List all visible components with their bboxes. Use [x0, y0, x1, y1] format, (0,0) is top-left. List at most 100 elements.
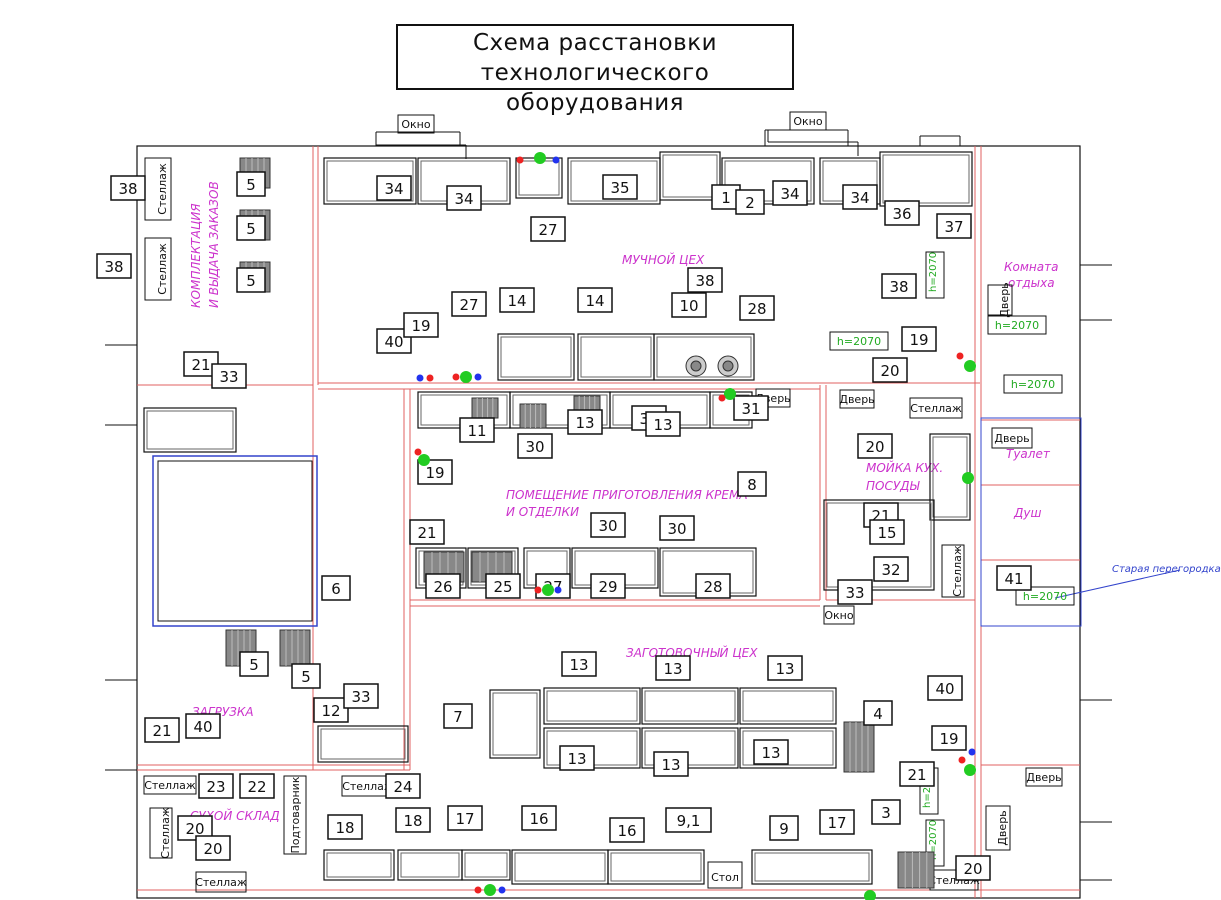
equipment-number-box [239, 651, 269, 677]
door-label: Дверь [994, 432, 1029, 445]
equipment-number: 19 [425, 464, 444, 482]
equipment-number: 13 [575, 414, 594, 432]
connection-marker [968, 748, 976, 756]
room-label-otdyh1: Комната [1004, 260, 1058, 274]
connection-marker [414, 448, 422, 456]
connection-marker [418, 454, 430, 466]
shelf-label: Стеллаж [156, 243, 169, 295]
equipment-number: 21 [907, 766, 926, 784]
height-label: h=2070 [837, 335, 881, 348]
oven-unit [279, 629, 311, 667]
equipment-body [143, 407, 237, 453]
equipment-body-inner [326, 160, 414, 202]
equipment-number-box [687, 267, 723, 293]
connection-marker [426, 374, 434, 382]
shelf-box [143, 775, 197, 795]
equipment-number: 38 [118, 180, 137, 198]
shelf-label: Стеллаж [195, 876, 247, 889]
connection-marker [474, 373, 482, 381]
connection-marker [554, 586, 562, 594]
equipment-number: 20 [865, 438, 884, 456]
equipment-body [739, 687, 837, 725]
pallet-label: Подтоварник [289, 776, 302, 853]
equipment-number: 7 [453, 708, 463, 726]
connection-marker [964, 360, 976, 372]
door-label: Дверь [1026, 771, 1061, 784]
height-label: h=2070 [928, 252, 939, 292]
equipment-number: 5 [246, 272, 256, 290]
equipment-number: 12 [321, 702, 340, 720]
equipment-body-inner [570, 160, 658, 202]
connection-marker [956, 352, 964, 360]
equipment-number-box [955, 855, 991, 881]
room-label-zagot: ЗАГОТОВОЧНЫЙ ЦЕХ [626, 645, 758, 660]
equipment-body [323, 157, 417, 205]
equipment-number: 38 [695, 272, 714, 290]
connection-marker [484, 884, 496, 896]
equipment-body [489, 689, 541, 759]
equipment-number-box [655, 655, 691, 681]
equipment-number-box [446, 185, 482, 211]
equipment-number: 21 [152, 722, 171, 740]
equipment-number: 34 [384, 180, 403, 198]
equipment-number: 33 [351, 688, 370, 706]
equipment-number-box [577, 287, 613, 313]
zone-frame [152, 455, 318, 627]
equipment-number: 19 [411, 317, 430, 335]
equipment-number-box [996, 565, 1032, 591]
door-label: Дверь [839, 393, 874, 406]
equipment-number-box [872, 357, 908, 383]
equipment-number-box [195, 835, 231, 861]
equipment-body-inner [932, 436, 968, 518]
height-label: h=2070 [995, 319, 1039, 332]
equipment-number: 27 [459, 296, 478, 314]
equipment-number-box [443, 703, 473, 729]
height-label: h=2070 [1023, 590, 1067, 603]
equipment-number-box [671, 292, 707, 318]
equipment-number: 20 [963, 860, 982, 878]
equipment-number-box [409, 519, 445, 545]
equipment-number-box [863, 700, 893, 726]
equipment-number-box [767, 655, 803, 681]
equipment-body-inner [644, 690, 736, 722]
equipment-number-box [602, 174, 638, 200]
connection-marker [864, 890, 876, 900]
room-label-tualet: Туалет [1006, 447, 1051, 461]
connection-marker [542, 584, 554, 596]
equipment-number-box [535, 573, 571, 599]
connection-marker [498, 886, 506, 894]
equipment-number-box [769, 815, 799, 841]
equipment-number: 8 [747, 476, 757, 494]
equipment-number: 28 [747, 300, 766, 318]
title-line-1: Схема расстановки [472, 30, 718, 56]
equipment-number-box [559, 745, 595, 771]
equipment-number: 2 [745, 194, 755, 212]
equipment-number-box [291, 663, 321, 689]
equipment-body [659, 151, 721, 201]
shelf-label: Стеллаж [156, 163, 169, 215]
equipment-body [607, 849, 705, 885]
equipment-body [641, 687, 739, 725]
window-label: Окно [793, 115, 822, 128]
connection-marker [718, 394, 726, 402]
drawing-title: Схема расстановки технологического обору… [396, 24, 794, 116]
equipment-body [739, 727, 837, 769]
equipment-number: 16 [617, 822, 636, 840]
equipment-number: 13 [653, 416, 672, 434]
equipment-body-inner [492, 692, 538, 756]
room-label-krem1: ПОМЕЩЕНИЕ ПРИГОТОВЛЕНИЯ КРЕМА [506, 488, 748, 502]
equipment-number-box [236, 215, 266, 241]
equipment-body [653, 333, 755, 381]
equipment-number-box [869, 519, 905, 545]
equipment-number: 20 [880, 362, 899, 380]
connection-marker [516, 156, 524, 164]
equipment-number: 1 [721, 189, 731, 207]
equipment-number-box [609, 817, 645, 843]
room-label-mucnoy: МУЧНОЙ ЦЕХ [622, 252, 705, 267]
equipment-body-inner [662, 154, 718, 198]
connection-marker [724, 388, 736, 400]
burner-core [722, 360, 734, 372]
room-label-dush: Душ [1013, 506, 1041, 520]
equipment-number: 34 [850, 189, 869, 207]
